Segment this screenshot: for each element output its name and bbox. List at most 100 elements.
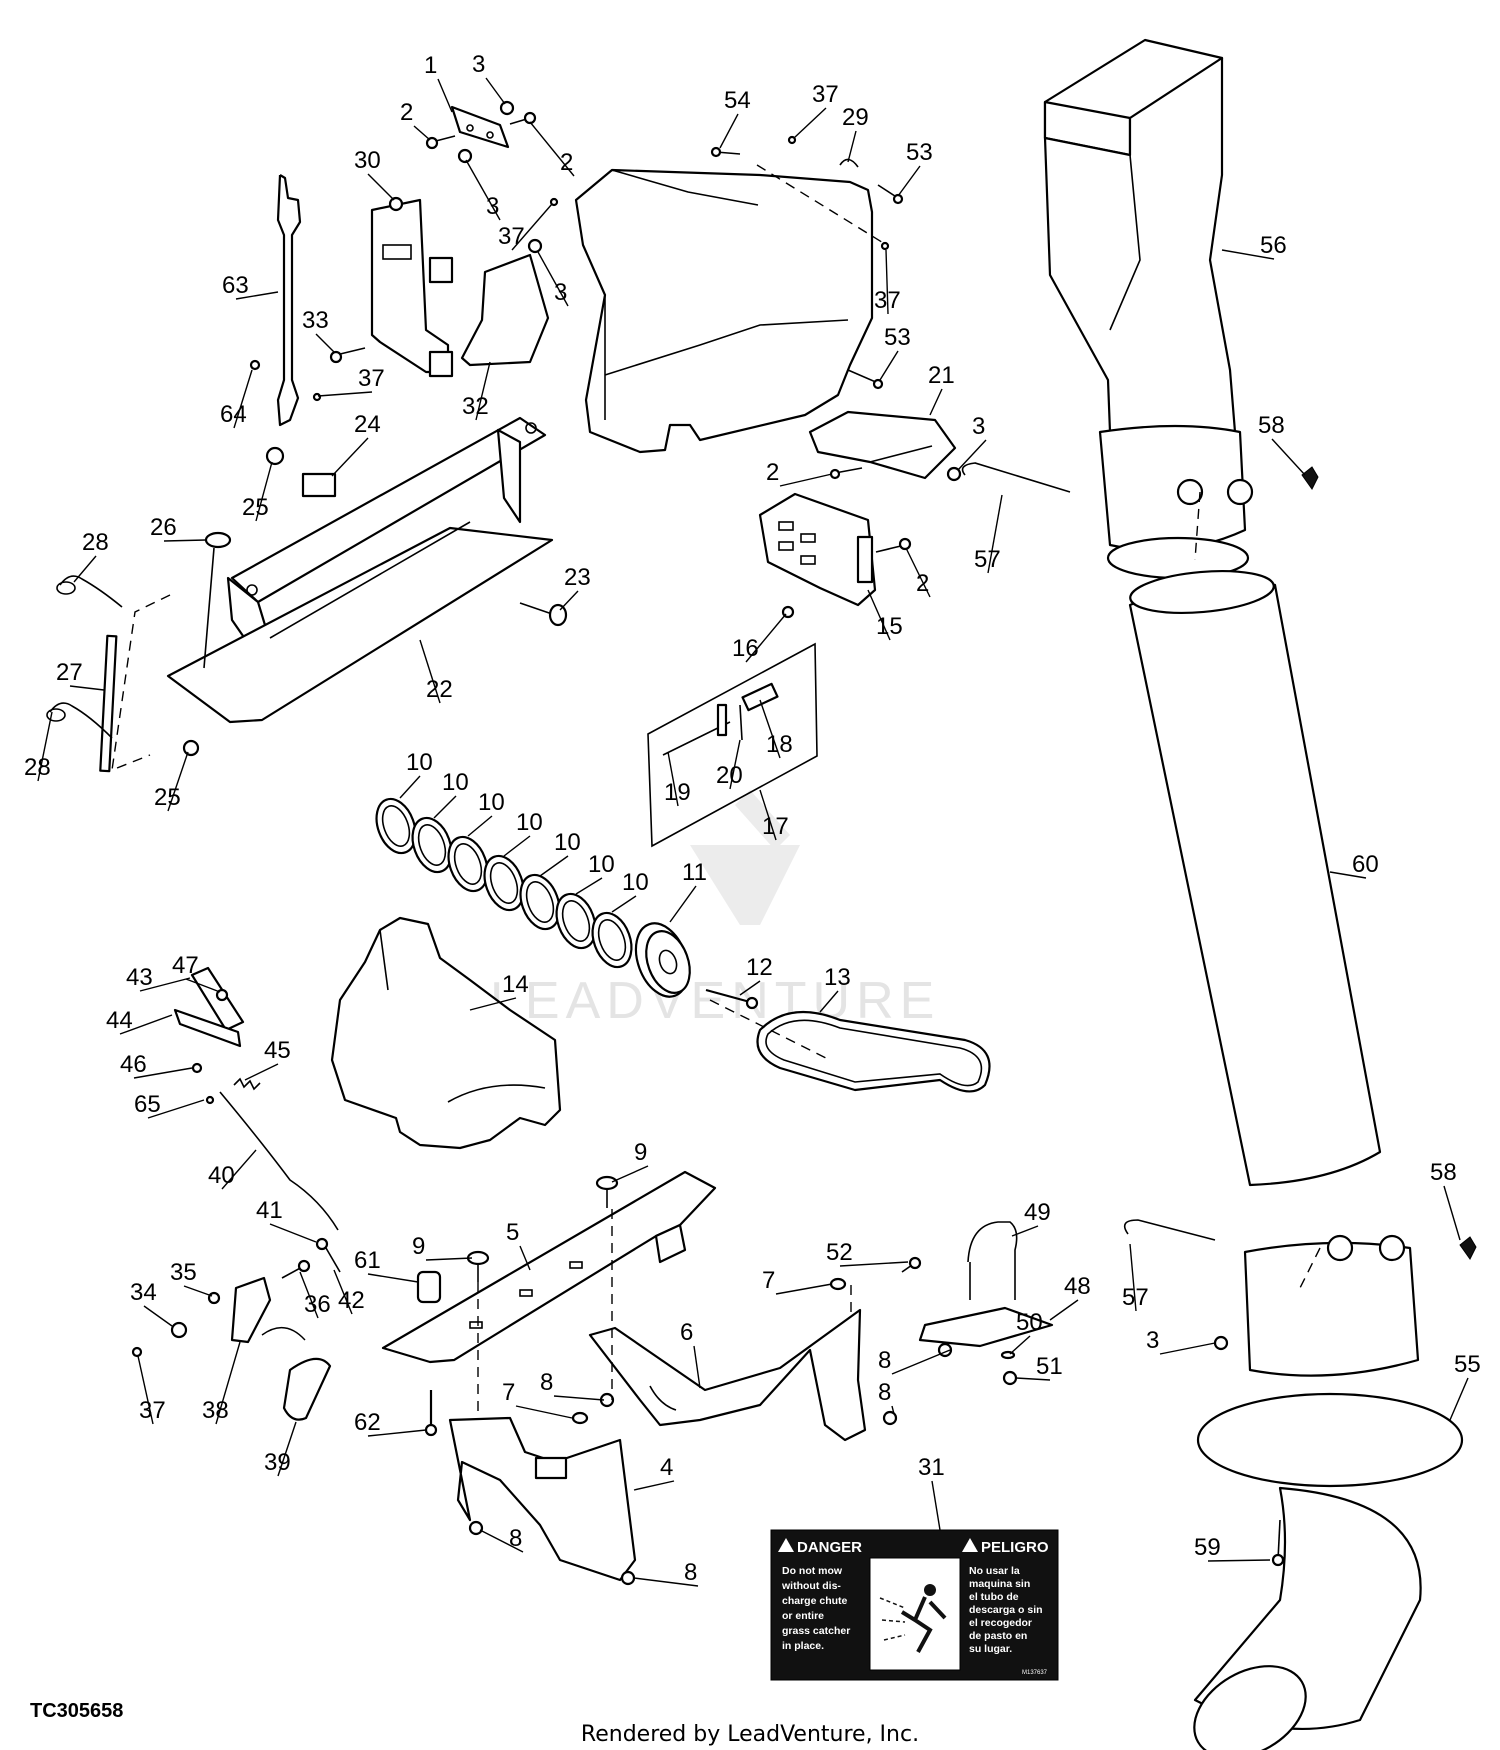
leader-line <box>693 1345 701 1389</box>
callout-c8d: 8 <box>509 1525 522 1552</box>
leader-line <box>299 1271 319 1319</box>
leader-line <box>553 1395 605 1401</box>
callout-c2b: 2 <box>560 149 573 176</box>
screw-36 <box>281 1259 311 1279</box>
callout-c15: 15 <box>876 613 903 640</box>
leader-line <box>987 494 1003 574</box>
ring-10f <box>555 892 597 950</box>
callout-c7b: 7 <box>502 1379 515 1406</box>
leader-line <box>277 1421 297 1477</box>
leader-line <box>465 159 501 221</box>
decal-en-line: without dis- <box>781 1580 841 1592</box>
nut-51 <box>1002 1370 1018 1386</box>
decal-en-line: grass catcher <box>782 1625 850 1637</box>
nut-8e <box>620 1570 636 1586</box>
leader-line <box>437 78 453 113</box>
ring-10d <box>483 854 525 912</box>
leader-line <box>119 1014 173 1035</box>
callout-c3e: 3 <box>1146 1327 1159 1354</box>
callout-c42: 42 <box>338 1287 365 1314</box>
rod-40 <box>219 1091 339 1231</box>
callout-c55: 55 <box>1454 1351 1481 1378</box>
nut-3b <box>457 148 473 164</box>
bolt-9b <box>466 1250 490 1282</box>
callout-c26: 26 <box>150 514 177 541</box>
nut-8d <box>468 1520 484 1536</box>
callout-c53a: 53 <box>906 139 933 166</box>
nut-25b <box>182 739 200 757</box>
screw-37a <box>549 197 559 207</box>
callout-c27: 27 <box>56 659 83 686</box>
callout-c20: 20 <box>716 762 743 789</box>
frame-22 <box>166 416 554 724</box>
callout-c17: 17 <box>762 813 789 840</box>
callout-c6: 6 <box>680 1319 693 1346</box>
leader-line <box>73 555 97 583</box>
bolt-2a <box>425 135 456 150</box>
screw-7a <box>829 1277 847 1291</box>
bolt-52 <box>901 1256 922 1273</box>
bracket-6 <box>588 1308 867 1442</box>
screw-64 <box>249 359 261 371</box>
callout-c62: 62 <box>354 1409 381 1436</box>
leader-line <box>69 685 105 691</box>
mount-bracket-5 <box>381 1170 717 1364</box>
callout-c41: 41 <box>256 1197 283 1224</box>
callout-c37e: 37 <box>139 1397 166 1424</box>
nut-37e <box>131 1346 143 1358</box>
callout-c31: 31 <box>918 1454 945 1481</box>
callout-c60: 60 <box>1352 851 1379 878</box>
decal-es-line: No usar la <box>969 1565 1020 1577</box>
callout-c37a: 37 <box>498 223 525 250</box>
callout-c39: 39 <box>264 1449 291 1476</box>
leader-line <box>759 789 777 841</box>
leader-line <box>879 350 899 381</box>
callout-c13: 13 <box>824 964 851 991</box>
leader-line <box>611 895 637 913</box>
callout-c49: 49 <box>1024 1199 1051 1226</box>
spring-45 <box>233 1077 261 1091</box>
leader-line <box>1449 1377 1469 1421</box>
leader-line <box>633 1480 675 1491</box>
callout-c8e: 8 <box>684 1559 697 1586</box>
leader-line <box>244 1063 279 1081</box>
decal-es-line: el tubo de <box>969 1591 1019 1603</box>
leader-line <box>147 1099 205 1119</box>
nut-8b <box>882 1410 898 1426</box>
leader-line <box>839 1261 909 1267</box>
link-44 <box>173 1008 242 1048</box>
leader-line <box>1129 1243 1137 1312</box>
leader-line <box>143 1305 173 1327</box>
belt-13 <box>756 1010 991 1093</box>
callout-c10f: 10 <box>588 851 615 878</box>
blower-housing-14 <box>330 916 562 1150</box>
leader-line <box>485 77 506 105</box>
callout-c3a: 3 <box>472 51 485 78</box>
grip-39 <box>282 1357 332 1421</box>
callout-c25b: 25 <box>154 784 181 811</box>
leader-line <box>333 1269 353 1315</box>
tube-60 <box>1128 570 1382 1187</box>
rod-57a <box>961 462 1254 506</box>
leader-line <box>611 1165 649 1183</box>
clip-28a <box>56 575 123 608</box>
pin-27 <box>99 634 118 773</box>
leader-line <box>467 815 493 837</box>
callout-c52: 52 <box>826 1239 853 1266</box>
callout-c5: 5 <box>506 1219 519 1246</box>
leader-line <box>633 1577 699 1587</box>
leader-line <box>433 795 457 819</box>
leader-line <box>183 1285 213 1297</box>
decal-en-line: or entire <box>782 1610 824 1622</box>
bolt-62 <box>424 1390 438 1437</box>
callout-c36: 36 <box>304 1291 331 1318</box>
nut-3d <box>946 466 962 482</box>
callout-c50: 50 <box>1016 1309 1043 1336</box>
ring-10a <box>375 797 417 855</box>
callout-c10g: 10 <box>622 869 649 896</box>
callout-c64: 64 <box>220 401 247 428</box>
callout-c23: 23 <box>564 564 591 591</box>
clamp-lower <box>1243 1241 1420 1377</box>
callout-c12: 12 <box>746 954 773 981</box>
